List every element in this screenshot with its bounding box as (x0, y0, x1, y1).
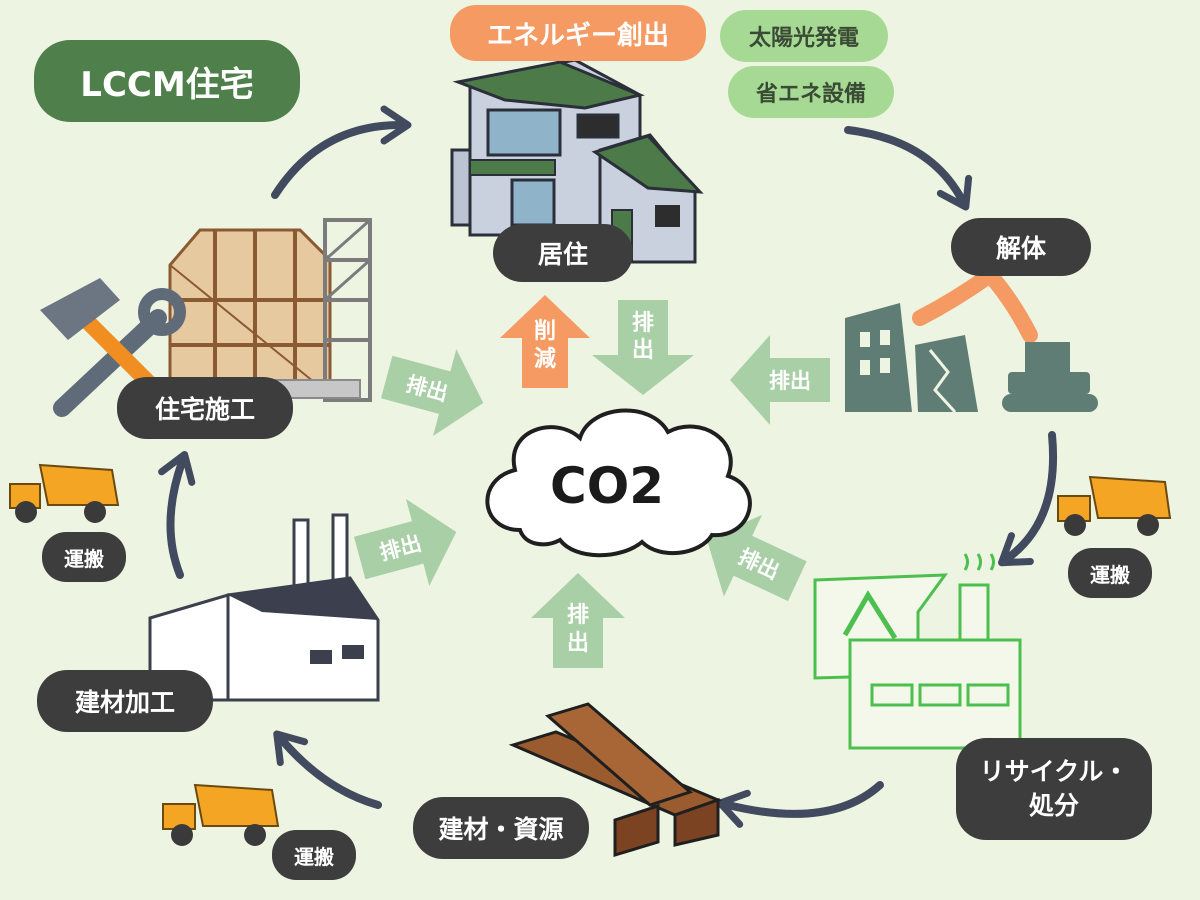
lumber-illustration (508, 702, 723, 858)
stage-recycle-line2: 処分 (1028, 791, 1079, 820)
emission-arrow-from-demolition: 排出 (730, 335, 830, 425)
recycle-factory-illustration (813, 553, 1022, 750)
svg-text:排: 排 (567, 603, 589, 628)
stage-demolition: 解体 (951, 218, 1091, 276)
energy-creation-badge: エネルギー創出 (450, 5, 706, 61)
cycle-arrow-recycle-to-materials (716, 781, 884, 828)
cycle-arrow-demolition-to-recycle (998, 431, 1057, 567)
stage-processing: 建材加工 (37, 670, 213, 732)
cycle-arrows (158, 105, 1057, 828)
co2-cloud: CO2 (485, 408, 752, 558)
svg-text:削: 削 (534, 319, 556, 344)
svg-text:出: 出 (632, 338, 654, 363)
reduction-arrow: 削 減 (500, 295, 590, 388)
stage-recycle: リサイクル・ 処分 (956, 738, 1152, 840)
svg-text:出: 出 (567, 631, 589, 656)
svg-text:減: 減 (534, 347, 556, 372)
stage-construction: 住宅施工 (117, 377, 293, 439)
cycle-arrow-construction-to-living (271, 105, 412, 199)
construction-illustration (40, 218, 372, 417)
svg-text:排: 排 (632, 311, 654, 336)
cycle-arrow-processing-to-construction (158, 450, 196, 579)
emission-arrows: 排 出 削 減 排出 排出 排出 排 出 (354, 295, 830, 668)
dump-truck-left-bottom (162, 783, 280, 846)
title-badge: LCCM住宅 (34, 40, 300, 122)
transport-label-left-top: 運搬 (42, 532, 126, 582)
transport-label-right: 運搬 (1068, 548, 1152, 598)
emission-arrow-from-construction: 排出 (381, 349, 484, 437)
dump-truck-left-top (9, 463, 120, 523)
emission-arrow-from-recycle: 排出 (706, 514, 807, 602)
dump-truck-right (1057, 475, 1172, 536)
emission-arrow-from-processing: 排出 (354, 498, 457, 586)
emission-arrow-from-living: 排 出 (592, 300, 694, 395)
cycle-arrow-living-to-demolition (844, 126, 973, 211)
cycle-arrow-materials-to-processing (273, 730, 382, 809)
stage-materials: 建材・資源 (413, 797, 589, 859)
emission-arrow-from-materials: 排 出 (531, 573, 625, 668)
transport-label-left-bottom: 運搬 (272, 830, 356, 880)
solar-power-badge: 太陽光発電 (720, 10, 888, 62)
stage-recycle-line1: リサイクル・ (979, 757, 1129, 787)
svg-text:排出: 排出 (769, 369, 811, 393)
stage-living: 居住 (493, 224, 633, 282)
co2-label: CO2 (550, 457, 664, 515)
demolition-illustration (845, 267, 1098, 414)
energy-saving-badge: 省エネ設備 (728, 66, 894, 118)
